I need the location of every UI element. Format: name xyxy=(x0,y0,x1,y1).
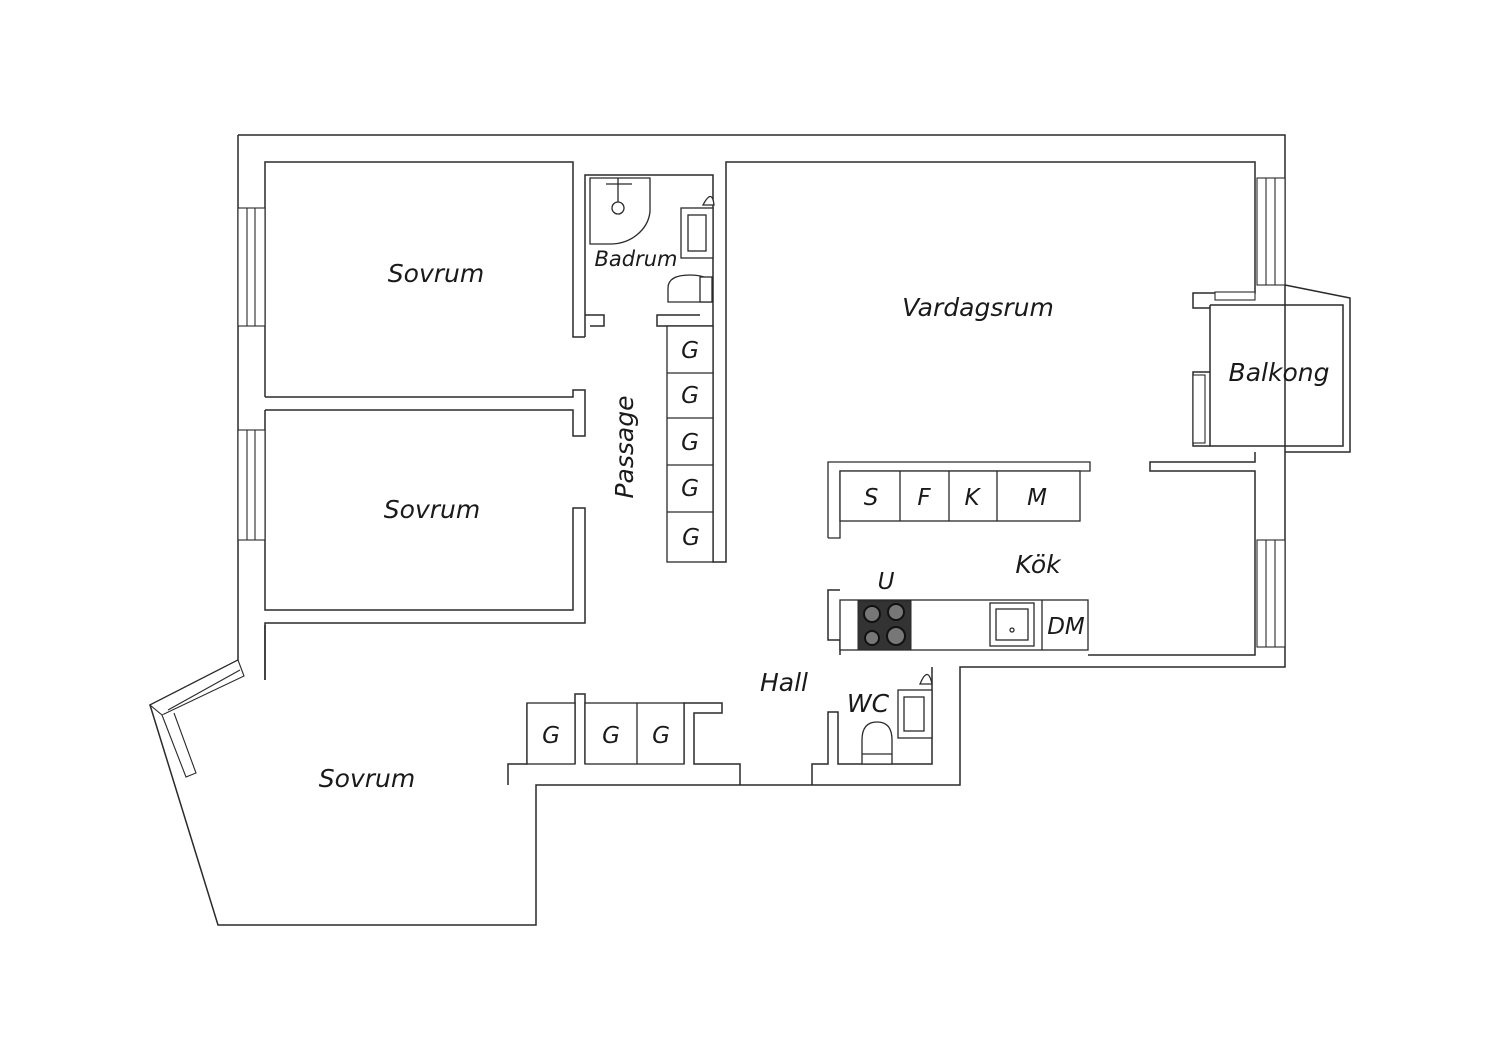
balcony-door-top xyxy=(1214,291,1256,301)
kitchen-unit-label: S xyxy=(864,485,879,511)
window-mid-bedroom xyxy=(237,429,266,541)
window-living-top xyxy=(1256,177,1286,286)
wc-fixtures xyxy=(861,673,933,765)
hall-wardrobes xyxy=(526,702,685,765)
closet-label: G xyxy=(682,525,700,551)
kitchen-upper-row xyxy=(839,470,1081,522)
closet-label: G xyxy=(681,338,699,364)
room-label-sovrum-bottom: Sovrum xyxy=(319,764,415,793)
kitchen-unit-label: K xyxy=(964,485,981,511)
closet-label: G xyxy=(602,723,620,749)
window-top-bedroom xyxy=(237,207,266,327)
room-label-badrum: Badrum xyxy=(594,247,677,271)
windows xyxy=(149,177,1286,778)
closet-label: G xyxy=(542,723,560,749)
closet-label: G xyxy=(681,383,699,409)
window-bay xyxy=(149,659,245,716)
room-label-kok: Kök xyxy=(1015,550,1062,579)
room-label-vardagsrum: Vardagsrum xyxy=(902,293,1054,322)
kitchen-unit-label: F xyxy=(917,485,931,511)
room-label-balkong: Balkong xyxy=(1229,358,1330,387)
kitchen-unit-label: M xyxy=(1027,485,1047,511)
outer-walls xyxy=(149,134,1351,926)
room-label-sovrum-top: Sovrum xyxy=(388,259,484,288)
bathroom-fixtures xyxy=(589,177,715,303)
room-label-sovrum-mid: Sovrum xyxy=(384,495,480,524)
window-kitchen xyxy=(1256,539,1286,648)
room-label-hall: Hall xyxy=(760,668,808,697)
balcony-door-side xyxy=(1192,374,1206,444)
closet-label: G xyxy=(681,476,699,502)
dishwasher-label: DM xyxy=(1047,614,1085,640)
room-label-passage: Passage xyxy=(610,395,639,498)
stove-label: U xyxy=(878,569,895,595)
passage-wardrobes xyxy=(666,325,714,563)
labels: Sovrum Sovrum Sovrum Badrum Passage Vard… xyxy=(319,247,1330,793)
closet-label: G xyxy=(681,430,699,456)
room-label-wc: WC xyxy=(847,689,890,718)
closet-label: G xyxy=(652,723,670,749)
wc-toilet-icon xyxy=(861,721,893,765)
kitchen xyxy=(827,461,1091,651)
